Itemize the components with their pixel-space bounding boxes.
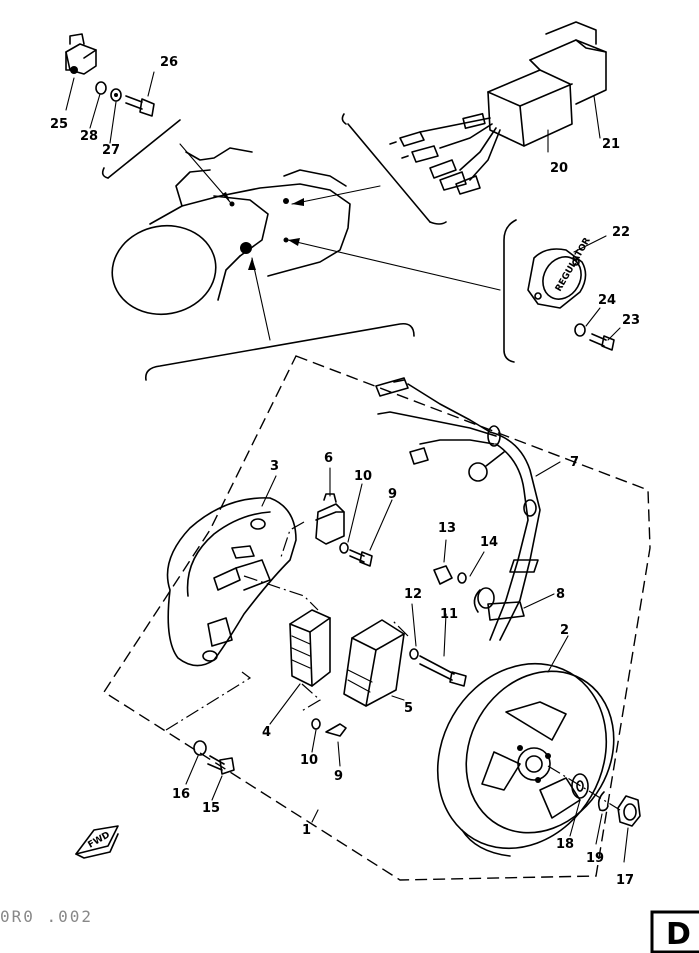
callout-9-bottom: 9 — [334, 769, 343, 784]
callout-24: 24 — [598, 293, 616, 308]
charging-coil-group — [289, 609, 331, 687]
regulator-label: REGULATOR — [554, 236, 593, 293]
fwd-arrow-icon: FWD — [75, 825, 119, 859]
callout-27: 27 — [102, 143, 120, 158]
callout-10-bottom: 10 — [300, 753, 318, 768]
callout-3: 3 — [270, 459, 279, 474]
section-box — [650, 910, 699, 953]
callout-28: 28 — [80, 129, 98, 144]
callout-9-top: 9 — [388, 487, 397, 502]
callout-22: 22 — [612, 225, 630, 240]
callout-23: 23 — [622, 313, 640, 328]
callout-1: 1 — [302, 823, 311, 838]
callout-20: 20 — [550, 161, 568, 176]
cdi-unit-group — [389, 21, 607, 195]
motorcycle-location-sketch — [111, 147, 351, 316]
callout-5: 5 — [404, 701, 413, 716]
callout-11: 11 — [440, 607, 458, 622]
clamp-bracket-group — [65, 33, 155, 117]
callout-17: 17 — [616, 873, 634, 888]
section-letter: D — [666, 917, 691, 952]
wire-harness-group — [375, 377, 541, 641]
rotor-fastener-group — [571, 773, 641, 827]
screw-13-14-group — [433, 565, 495, 609]
callout-7: 7 — [570, 455, 579, 470]
callout-6: 6 — [324, 451, 333, 466]
callout-12: 12 — [404, 587, 422, 602]
source-coil-group — [343, 619, 467, 707]
flywheel-rotor-group — [436, 662, 615, 857]
callout-14: 14 — [480, 535, 498, 550]
callout-10-top: 10 — [354, 469, 372, 484]
pulser-coil-group — [315, 493, 373, 567]
lower-screws-group — [193, 718, 347, 775]
callout-13: 13 — [438, 521, 456, 536]
callout-16: 16 — [172, 787, 190, 802]
callout-15: 15 — [202, 801, 220, 816]
callout-18: 18 — [556, 837, 574, 852]
assembly-dashed-outline — [103, 355, 651, 881]
callout-25: 25 — [50, 117, 68, 132]
callout-21: 21 — [602, 137, 620, 152]
callout-2: 2 — [560, 623, 569, 638]
callout-26: 26 — [160, 55, 178, 70]
footer-part-code: 0R0 .002 — [0, 907, 93, 926]
stator-plate-group — [166, 497, 297, 667]
callout-19: 19 — [586, 851, 604, 866]
callout-8: 8 — [556, 587, 565, 602]
callout-4: 4 — [262, 725, 271, 740]
